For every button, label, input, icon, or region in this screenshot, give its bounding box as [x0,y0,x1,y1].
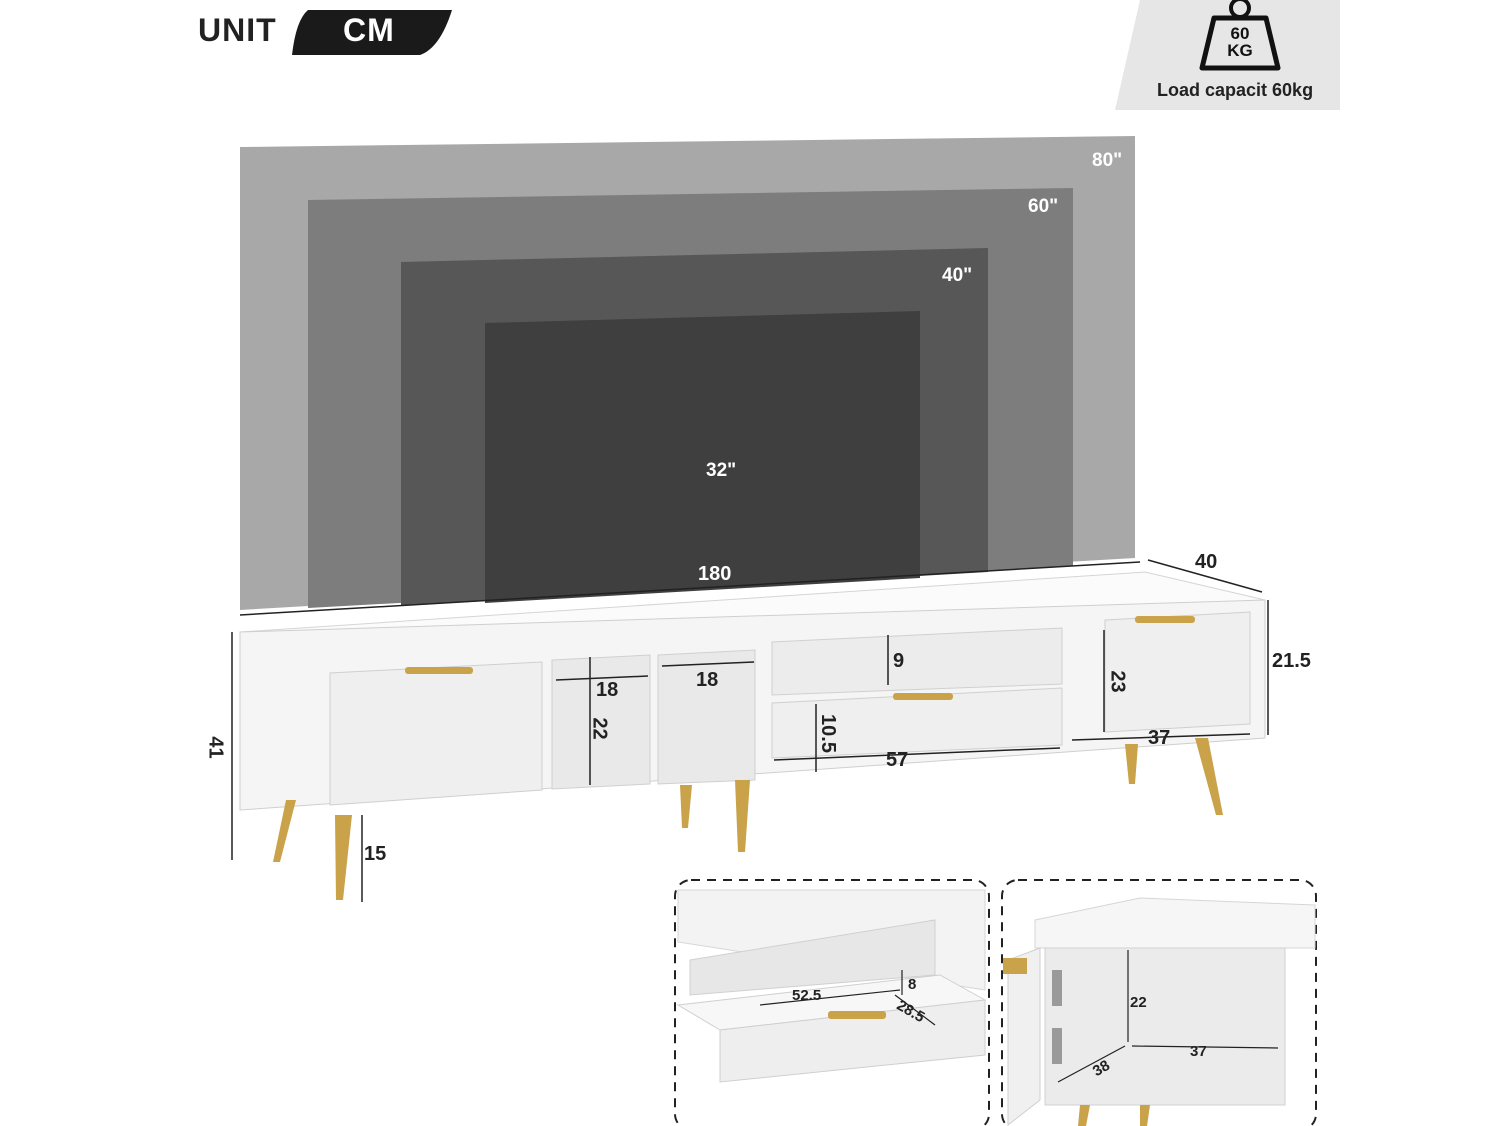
dim-shelf-width-2: 18 [696,669,719,691]
tv-stand [239,571,1266,900]
dim-top-open-height: 9 [893,650,905,672]
left-door-handle [405,667,473,674]
dim-drawer-height: 10.5 [816,714,839,753]
dim-leg-height: 15 [364,843,387,865]
detail-cabinet-height: 22 [1130,994,1147,1011]
dim-total-height: 41 [204,736,227,759]
center-drawer-handle [893,693,953,700]
leg-1 [273,800,296,862]
leg-4 [735,780,750,852]
screen-32 [485,311,920,603]
unit-label: UNIT [198,12,277,48]
dim-shelf-height: 22 [588,717,611,740]
dim-shelf-width-1: 18 [596,679,619,701]
dimension-lines [231,559,1269,902]
center-open [771,627,1063,696]
right-door-handle [1135,616,1195,623]
detail-drawer-height: 8 [908,976,917,993]
detail-drawer-width: 52.5 [792,987,822,1004]
unit-pill [292,10,452,55]
leg-6 [1195,738,1223,815]
detail-frame-drawer [674,879,990,1126]
load-capacity-label: Load capacit 60kg [1157,80,1314,100]
weight-unit: KG [1227,41,1253,60]
screen-label-80: 80" [1092,150,1123,171]
leg-2 [335,815,352,900]
dim-drawer-width: 57 [886,749,909,771]
screen-label-40: 40" [942,265,973,286]
open-shelf-1 [551,654,651,790]
dim-cabinet-height: 23 [1106,670,1129,693]
weight-icon [1199,0,1281,71]
unit-value: CM [343,12,395,48]
weight-value: 60 [1230,24,1250,43]
cabinet-detail [1003,897,1316,1126]
drawer-detail [676,889,987,1083]
screen-label-32: 32" [706,460,737,481]
detail-cabinet-width: 37 [1190,1043,1207,1060]
leg-5 [1125,744,1138,784]
dim-length: 180 [698,563,732,585]
center-drawer [771,687,1063,759]
dim-cabinet-width: 37 [1148,727,1171,749]
left-door [329,661,543,806]
dim-depth: 40 [1195,551,1218,573]
screen-label-60: 60" [1028,196,1059,217]
open-shelf-2 [657,649,756,785]
dim-side-height: 21.5 [1272,650,1311,672]
leg-3 [680,785,692,828]
right-door [1104,611,1251,733]
load-panel [1115,0,1340,110]
detail-frame-cabinet [1001,879,1317,1126]
